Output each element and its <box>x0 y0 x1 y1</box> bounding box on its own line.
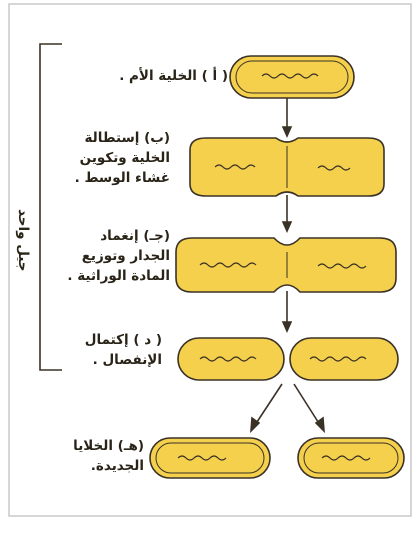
step-b-line-1: (ب) إستطالة <box>84 130 171 146</box>
arrow-a-b-head <box>281 126 293 138</box>
cell-new-right <box>297 437 405 479</box>
arrow-c-d-head <box>281 321 293 333</box>
step-e-line-1: (هـ) الخلايا <box>73 438 144 454</box>
step-c-line-2: الجدار وتوزيع <box>81 248 170 264</box>
arrows <box>250 96 325 434</box>
dna-e-right <box>321 455 371 461</box>
arrow-b-c-head <box>281 221 293 233</box>
cell-daughter-left <box>177 337 285 381</box>
step-b-label: (ب) إستطالة الخلية وتكوين غشاء الوسط . <box>50 128 170 188</box>
cells <box>149 55 405 479</box>
step-d-label: ( د ) إكتمال الإنفصال . <box>52 330 162 370</box>
cell-new-left-inner <box>155 442 265 474</box>
step-d-line-1: ( د ) إكتمال <box>84 332 162 348</box>
step-d-line-2: الإنفصال . <box>92 352 162 368</box>
cell-new-right-inner <box>303 442 399 474</box>
cell-mother-inner <box>235 60 349 94</box>
generation-label: جيل واحد <box>15 208 31 272</box>
dna-b-left <box>214 164 256 170</box>
dna-d-left <box>199 356 257 362</box>
step-a-line-1: ( أ ) الخلية الأم . <box>119 68 228 84</box>
arrow-d-e-right <box>293 383 321 426</box>
step-b-line-2: الخلية وتكوين <box>79 150 170 166</box>
cell-daughter-right <box>289 337 399 381</box>
step-c-line-3: المادة الوراثية . <box>67 268 170 284</box>
step-e-label: (هـ) الخلايا الجديدة. <box>44 436 144 476</box>
step-a-label: ( أ ) الخلية الأم . <box>88 66 228 86</box>
genetic-material <box>177 73 371 461</box>
step-c-line-1: (جـ) إنغماد <box>100 228 170 244</box>
arrow-d-e-right-head <box>314 416 325 434</box>
step-b-line-3: غشاء الوسط . <box>74 170 170 186</box>
cell-invaginating <box>175 237 397 293</box>
dna-a <box>261 73 319 79</box>
generation-bracket <box>39 43 62 371</box>
dna-e-left <box>177 455 227 461</box>
arrow-d-e-left <box>254 383 283 426</box>
step-c-label: (جـ) إنغماد الجدار وتوزيع المادة الوراثي… <box>50 226 170 286</box>
dna-d-right <box>309 356 367 362</box>
dna-c-left <box>199 262 257 268</box>
arrow-d-e-left-head <box>250 416 261 434</box>
dna-b-right <box>317 165 351 171</box>
dna-c-right <box>317 263 367 269</box>
page-border <box>8 3 412 517</box>
step-e-line-2: الجديدة. <box>90 458 144 474</box>
